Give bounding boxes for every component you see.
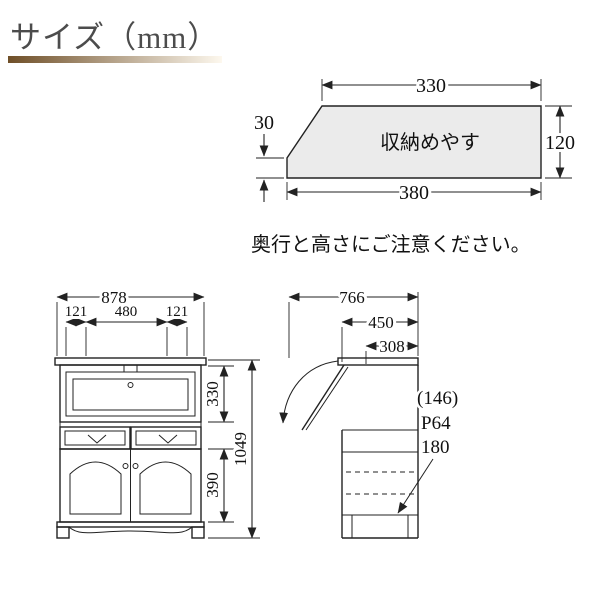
dim-label-left-segment: 121 — [65, 304, 88, 320]
front-upper-body — [59, 364, 202, 423]
depth-height-warning-text: 奥行と高さにご注意ください。 — [251, 234, 531, 256]
page-title: サイズ（mm） — [10, 20, 220, 55]
side-top-board — [337, 357, 419, 366]
door-right-arched-panel — [139, 461, 192, 515]
leg-left — [56, 526, 70, 539]
dim-label-lower-depth: 450 — [368, 313, 394, 332]
front-mid-rail — [59, 421, 202, 428]
fall-front-open-inner — [305, 366, 349, 431]
door-right-knob — [132, 463, 139, 469]
opening-motion-arc — [279, 360, 339, 424]
dim-label-overall-height: 1049 — [231, 432, 250, 466]
storage-area-shape — [286, 105, 542, 179]
door-left-arched-panel — [69, 461, 122, 515]
front-top-board — [54, 357, 207, 366]
front-view-dimensions: 878 121 480 121 330 390 — [56, 285, 260, 539]
base-rail — [56, 521, 205, 528]
drawer-right-panel — [135, 430, 197, 446]
dim-label-lower-section-height: 390 — [203, 472, 222, 498]
dim-label-open-depth: 766 — [339, 288, 365, 307]
apron-curve — [68, 526, 193, 534]
storage-guide-label: 収納めやす — [380, 131, 480, 154]
keyhole — [127, 382, 134, 388]
shelf-note-180: 180 — [421, 437, 450, 458]
shelf-note-p64: P64 — [421, 413, 451, 434]
drawer-right-pull — [158, 434, 178, 444]
dim-label-right-segment: 121 — [166, 304, 189, 320]
lock-plate — [123, 364, 138, 373]
dim-label-storage-bottom-depth: 380 — [399, 182, 429, 204]
shelf-note-leader-arrow — [397, 458, 434, 514]
drawer-right — [130, 426, 202, 450]
fall-front-open-outer — [301, 364, 345, 431]
front-view-drawing — [54, 357, 207, 539]
storage-guide-diagram: 収納めやす 330 120 380 30 — [251, 72, 578, 207]
drawer-left-panel — [64, 430, 126, 446]
drawer-left — [59, 426, 131, 450]
dim-label-storage-back-height: 120 — [545, 132, 575, 154]
title-underline-gradient — [8, 56, 222, 63]
door-left-knob — [122, 463, 129, 469]
side-view-dimensions: 766 450 308 (146) P64 180 — [288, 285, 461, 514]
dim-label-upper-depth: 308 — [379, 337, 405, 356]
dim-label-storage-front-height: 30 — [254, 112, 274, 134]
leg-right — [191, 526, 205, 539]
drawer-left-pull — [87, 434, 107, 444]
dim-label-storage-top-width: 330 — [416, 75, 446, 97]
dim-label-overall-width: 878 — [101, 288, 127, 307]
shelf-note-146: (146) — [417, 388, 458, 409]
dim-label-upper-section-height: 330 — [203, 381, 222, 407]
dim-label-center-segment: 480 — [115, 304, 138, 320]
side-view-drawing — [279, 357, 419, 539]
front-fall-front-inner-panel — [72, 378, 189, 411]
